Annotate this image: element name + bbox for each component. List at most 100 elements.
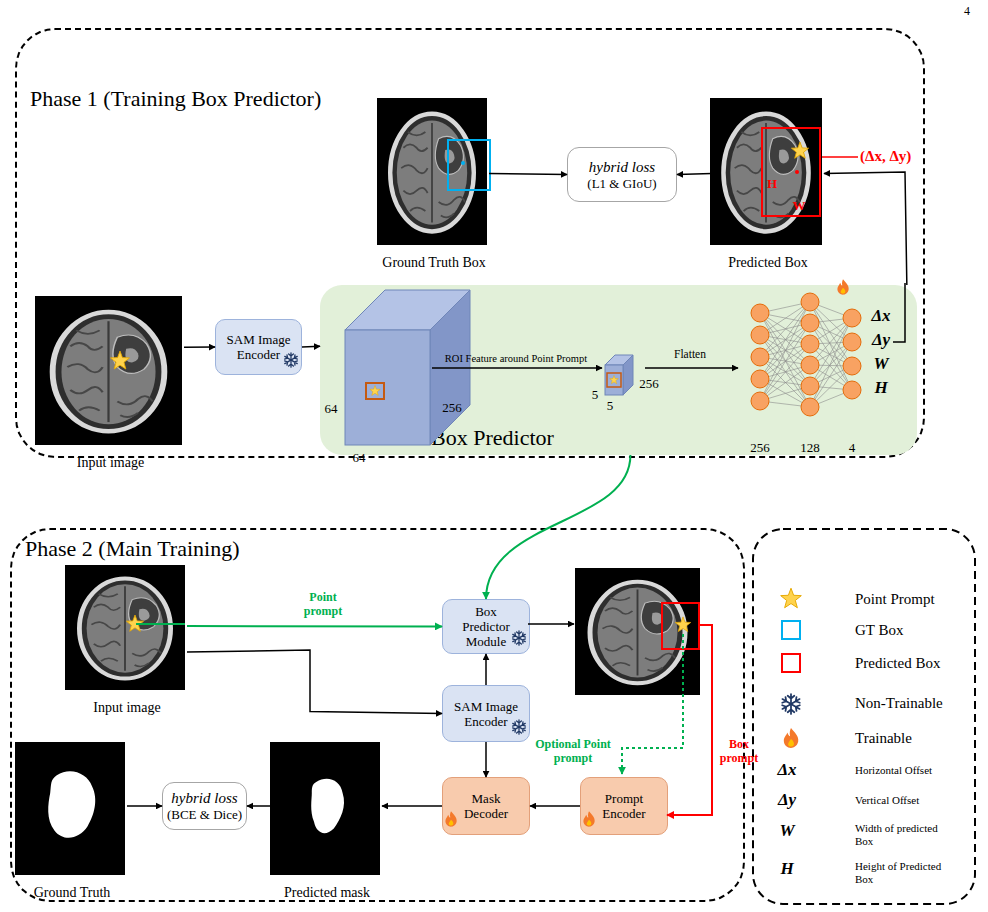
feature-blocks-part — [370, 386, 380, 396]
trainability-icons-part — [837, 279, 848, 294]
box-overlays-part — [448, 140, 490, 190]
connector — [127, 805, 162, 807]
offset-label: (Δx, Δy) — [860, 148, 960, 165]
dimension: 5 — [589, 387, 601, 402]
loss-box: hybrid loss(L1 & GIoU) — [567, 147, 677, 202]
legend-box-part — [784, 728, 799, 748]
legend-text: Non-Trainable — [855, 695, 955, 712]
legend-box-part — [781, 694, 801, 714]
image-caption: Input image — [0, 455, 244, 471]
connector — [489, 174, 567, 175]
loss-name: hybrid loss — [171, 790, 237, 807]
box-label: Mask Decoder — [457, 791, 515, 821]
mlp-network-part-part — [801, 398, 819, 416]
layer-size: 128 — [795, 440, 825, 455]
encoder-box: SAM Image Encoder — [215, 319, 302, 375]
dimension: 64 — [348, 450, 370, 465]
trainability-icons-part — [512, 720, 527, 734]
flatten-caption: Flatten — [660, 348, 720, 361]
feature-blocks-part — [605, 365, 623, 395]
legend-text: GT Box — [855, 622, 955, 639]
connector — [486, 455, 630, 599]
mlp-network-part-part — [751, 392, 769, 410]
mlp-network-part-part — [801, 335, 819, 353]
mri-images-part — [15, 742, 125, 875]
legend-text: Predicted Box — [855, 655, 955, 672]
dimension: 256 — [437, 400, 467, 415]
legend-symbol: H — [772, 859, 802, 878]
connector — [485, 654, 487, 685]
connector — [184, 346, 215, 348]
image-caption: Predicted mask — [212, 885, 442, 901]
mlp-network-part — [893, 283, 905, 342]
trainability-icons — [284, 279, 849, 826]
phase-title: Phase 1 (Training Box Predictor) — [30, 86, 321, 112]
feature-blocks-part — [610, 376, 619, 384]
connector — [824, 172, 907, 285]
encoder-box: Prompt Encoder — [580, 777, 668, 835]
connector — [247, 805, 272, 807]
layer-size: 256 — [745, 440, 775, 455]
loss-box: hybrid loss(BCE & Dice) — [162, 782, 247, 830]
legend-text: Horizontal Offset — [855, 764, 955, 777]
box-overlays-part — [791, 142, 808, 158]
box-overlays — [111, 128, 858, 649]
connector-label: Point prompt — [294, 590, 352, 618]
box-label: Box Predictor Module — [455, 604, 517, 649]
mri-images-part — [377, 98, 487, 245]
feature-blocks-part — [607, 373, 621, 387]
box-overlays-part — [762, 128, 820, 216]
image-caption: Predicted Box — [652, 255, 884, 271]
mlp-network-part — [760, 302, 852, 407]
mlp-network-part-part — [843, 309, 861, 327]
trainability-icons-part — [284, 353, 299, 367]
connector — [530, 805, 580, 807]
feature-blocks-part — [432, 367, 602, 369]
box-overlays-part — [111, 351, 130, 369]
dimension: 5 — [604, 398, 616, 413]
box-overlays-part — [662, 603, 699, 649]
image-caption: Ground Truth Box — [319, 255, 549, 271]
mlp-network-part-part — [843, 357, 861, 375]
connector — [187, 625, 442, 628]
connector — [677, 174, 712, 175]
box-dimension: W — [790, 198, 808, 213]
legend-box — [753, 529, 975, 904]
feature-blocks-part — [345, 330, 430, 445]
box-overlays-part — [795, 170, 799, 174]
dimension: 256 — [634, 376, 664, 391]
prompt-connectors — [528, 624, 712, 815]
mri-images — [15, 98, 822, 875]
image-caption: Ground Truth — [0, 885, 187, 901]
prompt-connectors-part — [622, 634, 683, 774]
connector — [382, 805, 442, 807]
mri-images-part — [575, 568, 700, 695]
legend-text: Point Prompt — [855, 591, 955, 608]
mlp-network-part-part — [751, 348, 769, 366]
loss-terms: (BCE & Dice) — [167, 807, 242, 822]
box-dimension: H — [765, 176, 779, 191]
mlp-network-part-part — [843, 333, 861, 351]
mlp-network-part-part — [801, 293, 819, 311]
legend-text: Width of predicted Box — [855, 822, 955, 848]
dimension: 64 — [320, 401, 342, 416]
roi-caption: ROI Feature around Point Prompt — [441, 352, 591, 365]
prompt-connectors-part — [528, 623, 574, 625]
mri-images-part — [270, 742, 380, 875]
output-symbol: H — [866, 378, 896, 397]
connector — [302, 345, 320, 347]
prompt-connectors-part — [667, 625, 712, 815]
legend-box-part — [753, 529, 975, 904]
legend-symbol: W — [772, 821, 802, 840]
prompt-label: Optional Point prompt — [527, 737, 619, 765]
box-overlays-part — [675, 617, 690, 632]
output-symbol: Δy — [866, 330, 896, 349]
decoder-box: Mask Decoder — [442, 777, 530, 835]
legend-symbol: Δx — [772, 760, 802, 779]
page-number: 4 — [955, 4, 979, 18]
